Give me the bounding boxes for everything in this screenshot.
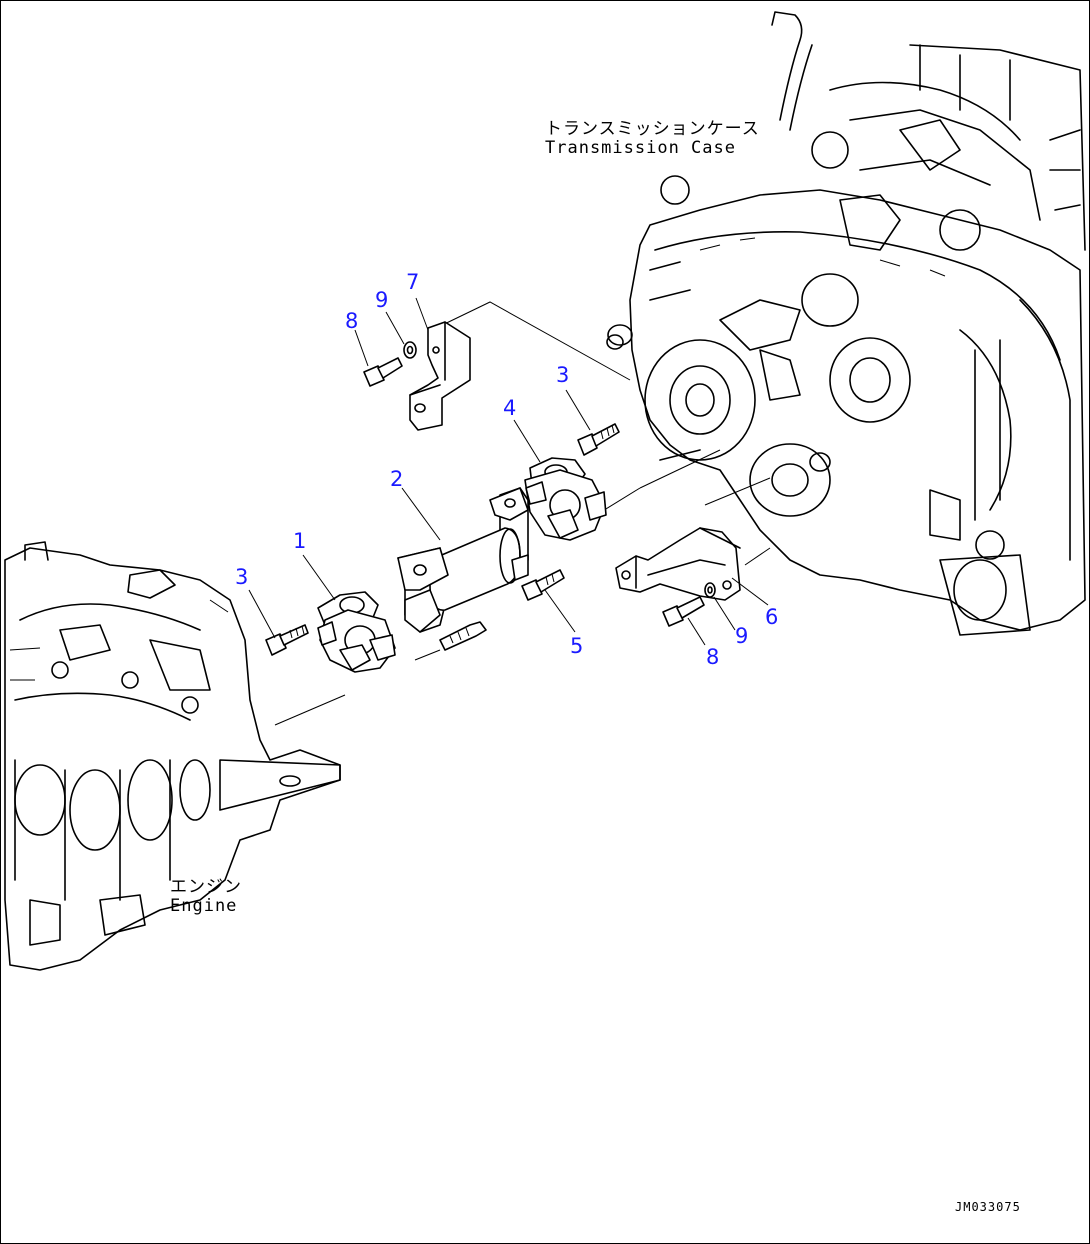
washer-part-9-top bbox=[403, 341, 417, 359]
leader-lines bbox=[248, 297, 769, 646]
transmission-case-label-jp: トランスミッションケース bbox=[545, 119, 760, 139]
callout-4: 4 bbox=[503, 396, 517, 420]
callout-9-top: 9 bbox=[375, 288, 389, 312]
engine-label-en: Engine bbox=[170, 896, 238, 917]
washer-part-9-bottom bbox=[704, 582, 716, 598]
transmission-case bbox=[606, 11, 1086, 636]
bolt-part-3-right bbox=[577, 423, 620, 456]
transmission-case-label-en: Transmission Case bbox=[545, 138, 736, 159]
callout-3-left: 3 bbox=[235, 565, 249, 589]
bolt-part-8-bottom bbox=[662, 596, 705, 627]
callout-7: 7 bbox=[406, 270, 420, 294]
coupling-part-4 bbox=[524, 457, 607, 541]
bolt-hidden bbox=[439, 621, 487, 651]
engine bbox=[4, 541, 341, 971]
callout-8-top: 8 bbox=[345, 309, 359, 333]
bracket-part-6 bbox=[615, 527, 741, 601]
bracket-part-7 bbox=[409, 321, 471, 431]
callout-9-bottom: 9 bbox=[735, 624, 749, 648]
callout-3-right: 3 bbox=[556, 363, 570, 387]
bolt-part-8-top bbox=[363, 357, 403, 387]
callout-1: 1 bbox=[293, 529, 307, 553]
coupling-part-1 bbox=[317, 591, 396, 673]
callout-2: 2 bbox=[390, 467, 404, 491]
transmission-case-label: トランスミッションケース Transmission Case bbox=[545, 119, 760, 159]
drawing-number: JM033075 bbox=[955, 1200, 1021, 1214]
spacer-tube-part-2 bbox=[397, 487, 529, 633]
engine-label-jp: エンジン bbox=[170, 877, 242, 897]
callout-5: 5 bbox=[570, 634, 584, 658]
bolt-part-5 bbox=[521, 569, 565, 601]
callout-6: 6 bbox=[765, 605, 779, 629]
bolt-part-3-left bbox=[265, 624, 309, 656]
engine-label: エンジン Engine bbox=[170, 877, 242, 917]
callout-8-bottom: 8 bbox=[706, 645, 720, 669]
